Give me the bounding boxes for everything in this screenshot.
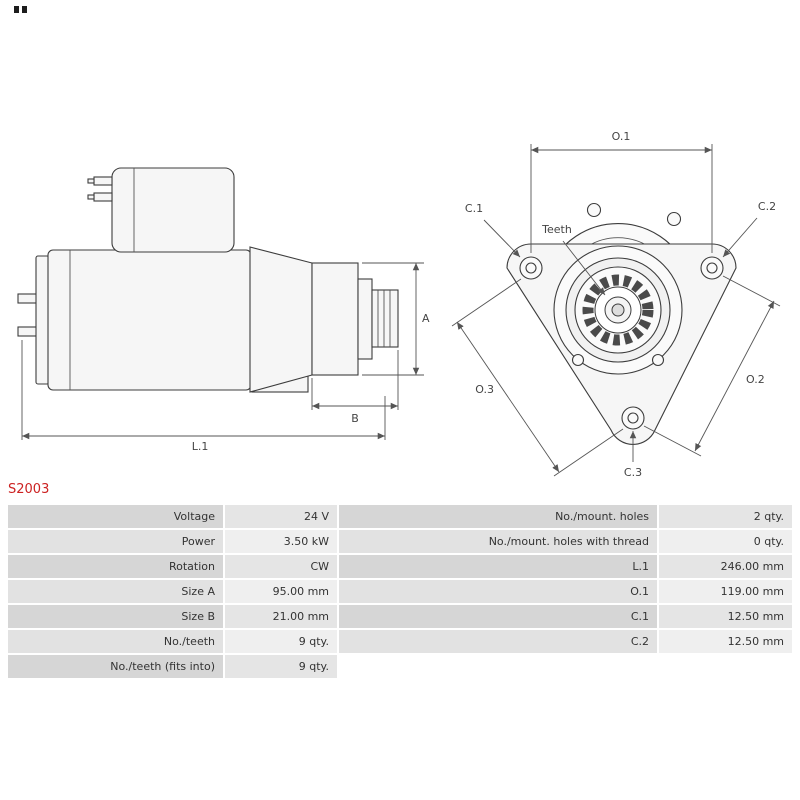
spec-label: Power	[8, 530, 223, 553]
spec-value: CW	[225, 555, 337, 578]
arch-bolt-hole	[586, 202, 602, 218]
spec-label: L.1	[339, 555, 657, 578]
part-number: S2003	[8, 482, 50, 497]
spec-label: O.1	[339, 580, 657, 603]
front-view-dimensions: O.1 C.1 C.2 Teeth O.3 O.2 C.3	[451, 130, 781, 479]
spec-cell-empty	[339, 655, 657, 678]
spec-value: 9 qty.	[225, 655, 337, 678]
dim-label-o2: O.2	[746, 373, 765, 386]
spec-value: 119.00 mm	[659, 580, 792, 603]
dim-label-o3: O.3	[475, 383, 494, 396]
solenoid	[111, 167, 235, 253]
spec-value: 21.00 mm	[225, 605, 337, 628]
side-view-dimensions: A B L.1	[21, 262, 430, 453]
pinion-gear	[371, 289, 399, 348]
rear-end-cap	[35, 255, 50, 385]
spec-label: No./teeth	[8, 630, 223, 653]
terminal-stud	[87, 178, 95, 184]
spec-value: 246.00 mm	[659, 555, 792, 578]
technical-drawing: A B L.1 O.1	[17, 130, 781, 479]
solenoid-terminal	[93, 176, 113, 186]
dim-label-a: A	[422, 312, 430, 325]
dim-label-teeth: Teeth	[541, 223, 572, 236]
dim-label-o1: O.1	[612, 130, 631, 143]
spec-label: C.2	[339, 630, 657, 653]
spec-value: 95.00 mm	[225, 580, 337, 603]
rear-bolt	[17, 293, 39, 304]
starter-drawing-svg: A B L.1 O.1	[17, 130, 781, 479]
spec-cell-empty	[659, 655, 792, 678]
spec-value: 12.50 mm	[659, 605, 792, 628]
dim-label-b: B	[351, 412, 359, 425]
spec-value: 12.50 mm	[659, 630, 792, 653]
spec-value: 0 qty.	[659, 530, 792, 553]
dim-label-c1: C.1	[465, 202, 483, 215]
spec-label: Voltage	[8, 505, 223, 528]
mounting-hole-left-inner	[525, 262, 537, 274]
spec-label: No./teeth (fits into)	[8, 655, 223, 678]
solenoid-terminal	[93, 192, 113, 202]
spec-label: Size B	[8, 605, 223, 628]
drive-end-housing	[311, 262, 359, 376]
mounting-hole-bottom-inner	[627, 412, 639, 424]
terminal-stud	[87, 194, 95, 200]
side-view	[17, 167, 399, 393]
face-bolt-hole	[571, 353, 585, 367]
spec-value: 2 qty.	[659, 505, 792, 528]
motor-body	[47, 249, 252, 391]
spec-label: No./mount. holes	[339, 505, 657, 528]
spec-value: 3.50 kW	[225, 530, 337, 553]
front-housing	[249, 246, 313, 393]
dim-label-l1: L.1	[192, 440, 209, 453]
dim-label-c2: C.2	[758, 200, 776, 213]
corner-mark-icon	[14, 6, 27, 13]
spec-label: C.1	[339, 605, 657, 628]
gear-teeth-ring	[582, 274, 654, 346]
bearing-step	[357, 278, 373, 360]
front-view	[506, 202, 737, 445]
shaft-center	[611, 303, 625, 317]
mounting-hole-right-inner	[706, 262, 718, 274]
dim-label-c3: C.3	[624, 466, 642, 479]
spec-label: Rotation	[8, 555, 223, 578]
arch-bolt-hole	[666, 211, 682, 227]
face-bolt-hole	[651, 353, 665, 367]
spec-label: No./mount. holes with thread	[339, 530, 657, 553]
spec-value: 9 qty.	[225, 630, 337, 653]
rear-bolt	[17, 326, 39, 337]
spec-value: 24 V	[225, 505, 337, 528]
spec-label: Size A	[8, 580, 223, 603]
